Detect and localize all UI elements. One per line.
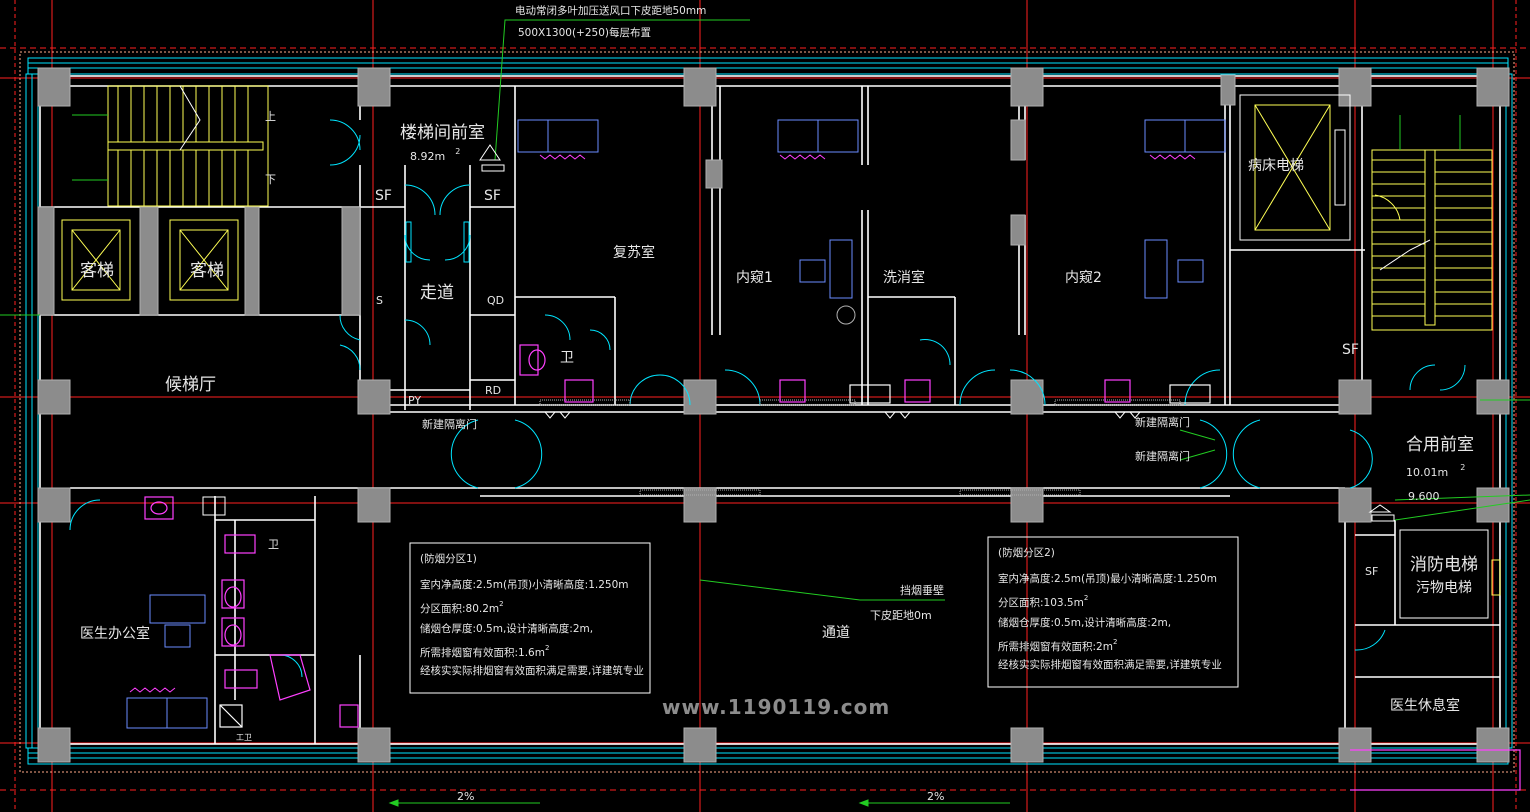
stair-down-label: 下 <box>265 173 276 186</box>
dirt-elevator-label: 污物电梯 <box>1416 580 1472 596</box>
elevation-label: 9.600 <box>1408 490 1440 503</box>
endoscopy-2-label: 内窥2 <box>1065 269 1102 286</box>
slope-right-label: 2% <box>927 790 944 803</box>
glass-partitions <box>539 399 1181 496</box>
zone1-line4: 所需排烟窗有效面积:1.6m2 <box>420 644 549 659</box>
doors <box>69 119 1466 678</box>
zone-note-boxes <box>409 536 1239 694</box>
doctor-office-label: 医生办公室 <box>80 625 150 642</box>
new-door-label-3: 新建隔离门 <box>1135 449 1190 463</box>
sanitary-fixtures <box>144 344 1521 791</box>
zone2-line1: 室内净高度:2.5m(吊顶)最小清晰高度:1.250m <box>998 572 1217 585</box>
stair-front-label: 楼梯间前室 <box>400 123 485 143</box>
wc-bottom-label: 工卫 <box>236 733 252 742</box>
py-tag: PY <box>408 394 421 407</box>
sf-tag-1: SF <box>375 188 392 204</box>
structural-columns <box>37 67 1510 763</box>
smoke-wall-label: 挡烟垂壁 <box>900 583 944 597</box>
elevator-shafts <box>61 94 1501 619</box>
slope-arrows <box>388 799 1010 807</box>
doctor-rest-label: 医生休息室 <box>1390 697 1460 714</box>
s-tag: S <box>376 294 383 307</box>
smoke-wall-sublabel: 下皮距地0m <box>870 609 932 622</box>
stair-up-label: 上 <box>265 110 276 123</box>
zone1-line5: 经核实实际排烟窗有效面积满足需要,详建筑专业 <box>420 664 644 677</box>
rd-tag: RD <box>485 384 501 397</box>
elevator-1-label: 客梯 <box>80 261 114 281</box>
zone1-line2: 分区面积:80.2m2 <box>420 600 504 615</box>
leader-lines <box>0 19 1530 601</box>
walls <box>39 75 1501 745</box>
shared-front-label: 合用前室 <box>1406 435 1474 455</box>
toilet-tag-label: 卫 <box>268 538 279 551</box>
zone2-line4: 所需排烟窗有效面积:2m2 <box>998 638 1117 653</box>
qd-tag: QD <box>487 294 504 307</box>
slope-left-label: 2% <box>457 790 474 803</box>
corridor-small-label: 走道 <box>420 283 454 303</box>
endoscopy-1-label: 内窥1 <box>736 269 773 286</box>
zone2-line3: 储烟仓厚度:0.5m,设计清晰高度:2m, <box>998 616 1171 629</box>
elevator-2-label: 客梯 <box>190 261 224 281</box>
zone1-title: (防烟分区1) <box>420 552 477 565</box>
bed-elevator-label: 病床电梯 <box>1248 158 1304 174</box>
exterior-windows <box>25 57 1513 765</box>
zone2-line5: 经核实实际排烟窗有效面积满足需要,详建筑专业 <box>998 658 1222 671</box>
recovery-room-label: 复苏室 <box>613 244 655 261</box>
fire-elevator-label: 消防电梯 <box>1410 555 1478 575</box>
furniture <box>126 119 1226 729</box>
equipment-tags: SF SF SF SF S QD RD PY <box>375 188 1378 578</box>
wc-label: 卫 <box>560 350 574 366</box>
waiting-hall-label: 候梯厅 <box>165 375 216 395</box>
washing-room-label: 洗消室 <box>883 269 925 286</box>
zone1-line3: 储烟仓厚度:0.5m,设计清晰高度:2m, <box>420 622 593 635</box>
passage-label: 通道 <box>822 625 850 641</box>
new-door-label-1: 新建隔离门 <box>422 417 477 431</box>
top-note-line1: 电动常闭多叶加压送风口下皮距地50mm <box>515 4 706 17</box>
annotations: 电动常闭多叶加压送风口下皮距地50mm 500X1300(+250)每层布置 挡… <box>457 4 1440 803</box>
diffusers <box>479 144 1395 522</box>
zone2-title: (防烟分区2) <box>998 546 1055 559</box>
new-door-label-2: 新建隔离门 <box>1135 415 1190 429</box>
outer-boundary <box>19 51 1515 773</box>
zone2-line2: 分区面积:103.5m2 <box>998 594 1088 609</box>
top-note-line2: 500X1300(+250)每层布置 <box>518 26 651 39</box>
sf-tag-2: SF <box>484 188 501 204</box>
stair-left <box>72 85 269 207</box>
stair-right <box>1371 115 1493 331</box>
door-labels: 新建隔离门 新建隔离门 新建隔离门 <box>422 415 1190 463</box>
zone1-line1: 室内净高度:2.5m(吊顶)小清晰高度:1.250m <box>420 578 628 591</box>
sf-tag-3: SF <box>1342 342 1359 358</box>
zone2-note: (防烟分区2) 室内净高度:2.5m(吊顶)最小清晰高度:1.250m 分区面积… <box>998 546 1222 671</box>
sf-tag-4: SF <box>1365 565 1378 578</box>
zone1-note: (防烟分区1) 室内净高度:2.5m(吊顶)小清晰高度:1.250m 分区面积:… <box>420 552 644 677</box>
watermark: www.1190119.com <box>662 695 890 719</box>
